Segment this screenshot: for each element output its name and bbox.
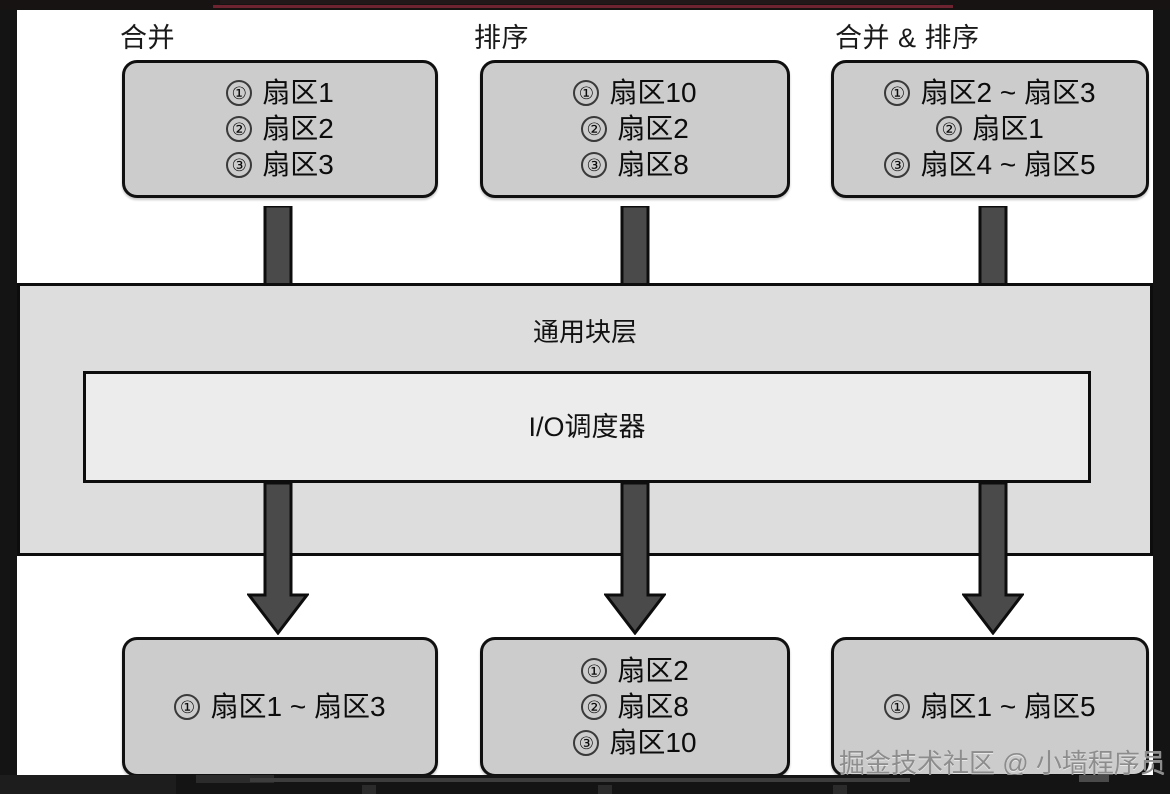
list-marker-3: ③ <box>226 152 253 178</box>
list-marker-1: ① <box>573 80 600 106</box>
request-label: 扇区3 <box>262 149 334 180</box>
request-line: ② 扇区8 <box>581 689 689 725</box>
output-request-box-merge: ① 扇区1 ~ 扇区3 <box>122 637 438 777</box>
request-label: 扇区4 ~ 扇区5 <box>920 149 1096 180</box>
request-label: 扇区10 <box>609 77 697 108</box>
column-label-sort: 排序 <box>474 23 529 53</box>
request-line: ③ 扇区3 <box>226 147 334 183</box>
list-marker-1: ① <box>174 694 201 720</box>
arrow-down-out-of-block-layer-2 <box>604 483 666 635</box>
top-cropped-strip <box>0 0 1170 10</box>
list-marker-3: ③ <box>581 152 608 178</box>
column-label-merge: 合并 <box>120 23 175 53</box>
request-label: 扇区1 ~ 扇区3 <box>210 691 386 722</box>
request-line: ② 扇区1 <box>936 111 1044 147</box>
bottom-cropped-strip <box>0 775 1170 794</box>
bottom-shape-5 <box>598 785 612 794</box>
request-line: ② 扇区2 <box>226 111 334 147</box>
generic-block-layer-container: 通用块层 I/O调度器 <box>17 283 1153 556</box>
white-diagram-frame: 合并 排序 合并 & 排序 ① 扇区1 ② 扇区2 ③ 扇区3 ① 扇区10 <box>17 10 1166 778</box>
request-line: ② 扇区2 <box>581 111 689 147</box>
request-line: ① 扇区2 ~ 扇区3 <box>884 75 1096 111</box>
list-marker-2: ② <box>226 116 253 142</box>
output-request-box-sort: ① 扇区2 ② 扇区8 ③ 扇区10 <box>480 637 790 777</box>
request-label: 扇区1 ~ 扇区5 <box>920 691 1096 722</box>
bottom-shape-6 <box>833 785 847 794</box>
request-line: ① 扇区1 <box>226 75 334 111</box>
request-label: 扇区10 <box>609 727 697 758</box>
request-line: ③ 扇区8 <box>581 147 689 183</box>
column-label-merge-sort: 合并 & 排序 <box>835 23 980 53</box>
bottom-shape-7 <box>1079 775 1109 782</box>
request-label: 扇区8 <box>617 149 689 180</box>
io-scheduler-box: I/O调度器 <box>83 371 1091 483</box>
bottom-shape-1 <box>0 775 176 794</box>
request-label: 扇区1 <box>972 113 1044 144</box>
request-line: ① 扇区10 <box>573 75 697 111</box>
list-marker-2: ② <box>581 694 608 720</box>
list-marker-2: ② <box>936 116 963 142</box>
bottom-shape-4 <box>362 785 376 794</box>
output-request-box-merge-sort: ① 扇区1 ~ 扇区5 <box>831 637 1149 777</box>
arrow-down-out-of-block-layer-3 <box>962 483 1024 635</box>
request-label: 扇区2 ~ 扇区3 <box>920 77 1096 108</box>
input-request-box-sort: ① 扇区10 ② 扇区2 ③ 扇区8 <box>480 60 790 198</box>
list-marker-3: ③ <box>884 152 911 178</box>
request-label: 扇区2 <box>262 113 334 144</box>
list-marker-1: ① <box>884 694 911 720</box>
bottom-shape-3 <box>250 778 910 782</box>
request-label: 扇区2 <box>617 655 689 686</box>
request-line: ① 扇区2 <box>581 653 689 689</box>
bottom-shape-2 <box>196 775 274 783</box>
accent-underline <box>213 5 953 8</box>
list-marker-1: ① <box>581 658 608 684</box>
list-marker-2: ② <box>581 116 608 142</box>
request-label: 扇区2 <box>617 113 689 144</box>
request-label: 扇区1 <box>262 77 334 108</box>
arrow-down-out-of-block-layer-1 <box>247 483 309 635</box>
request-line: ① 扇区1 ~ 扇区5 <box>884 689 1096 725</box>
request-line: ① 扇区1 ~ 扇区3 <box>174 689 386 725</box>
cropped-title-text-ghost <box>220 0 940 4</box>
request-line: ③ 扇区4 ~ 扇区5 <box>884 147 1096 183</box>
list-marker-3: ③ <box>573 730 600 756</box>
request-line: ③ 扇区10 <box>573 725 697 761</box>
io-scheduler-label: I/O调度器 <box>528 412 646 442</box>
list-marker-1: ① <box>226 80 253 106</box>
input-request-box-merge-sort: ① 扇区2 ~ 扇区3 ② 扇区1 ③ 扇区4 ~ 扇区5 <box>831 60 1149 198</box>
input-request-box-merge: ① 扇区1 ② 扇区2 ③ 扇区3 <box>122 60 438 198</box>
list-marker-1: ① <box>884 80 911 106</box>
request-label: 扇区8 <box>617 691 689 722</box>
block-layer-title: 通用块层 <box>532 317 637 347</box>
